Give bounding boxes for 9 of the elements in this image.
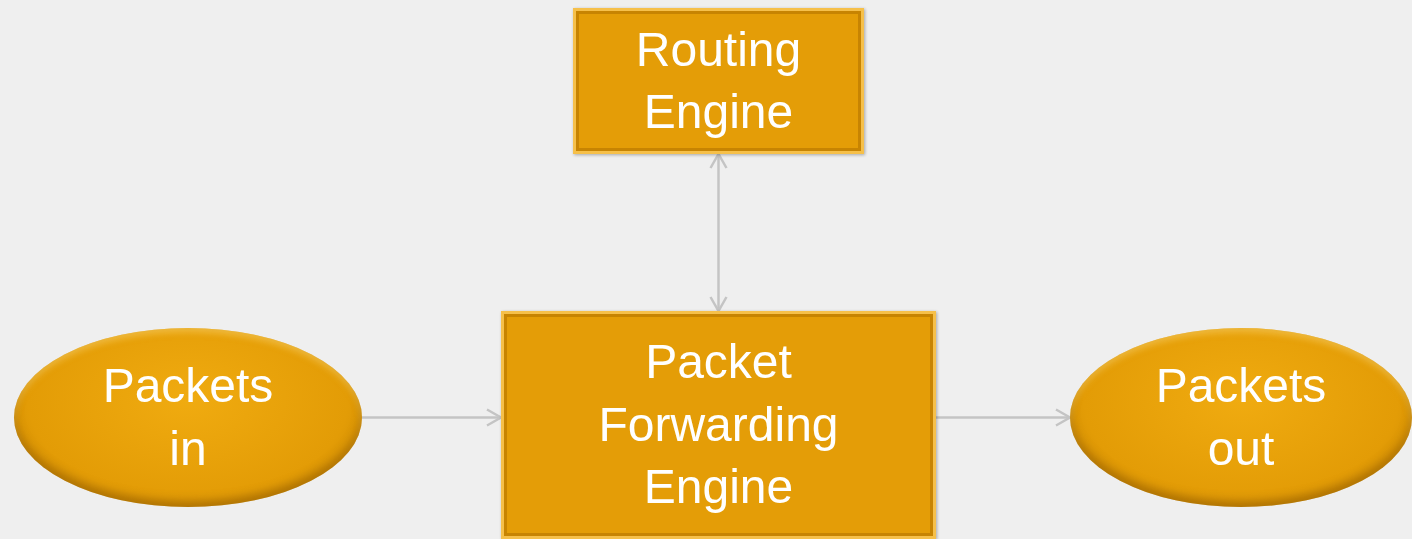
process-box (573, 8, 864, 154)
node-label: Packet Forwarding Engine (597, 334, 840, 516)
arrow (362, 408, 503, 427)
node-label: Packets out (1154, 358, 1328, 477)
node-label: Routing Engine (634, 21, 803, 140)
process-box (501, 311, 936, 539)
node-label: Packets in (101, 358, 275, 477)
arrow (709, 152, 728, 313)
arrow (936, 408, 1072, 427)
